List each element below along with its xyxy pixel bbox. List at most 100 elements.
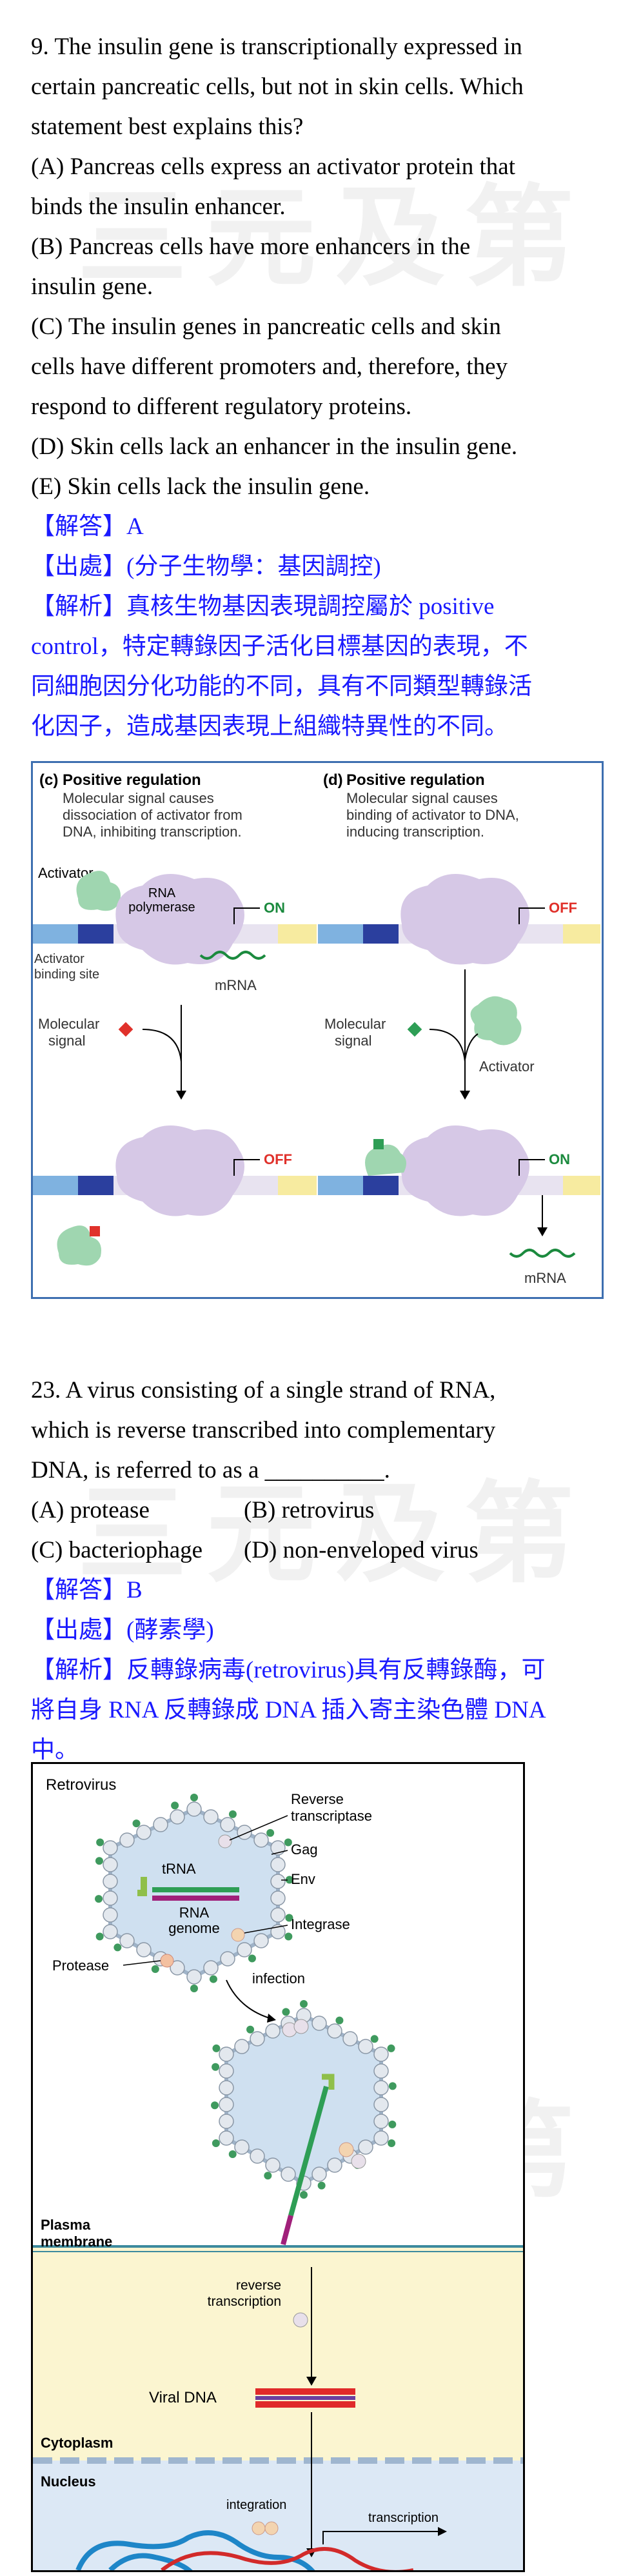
reverse-transcriptase [351,2154,366,2169]
question-9: 9. The insulin gene is transcriptionally… [31,27,605,507]
arrow-head [306,2377,317,2386]
panel-c-title: Positive regulation [63,771,201,789]
env-protein [388,2120,397,2128]
explanation-line: 中。 [31,1737,79,1763]
cytoplasm-region [33,2248,523,2461]
envelope-bead [373,2046,389,2062]
envelope-bead [170,1809,185,1825]
envelope-bead [219,2097,234,2112]
panel-c-label: (c) [39,771,58,789]
cytoplasm-label: Cytoplasm [41,2435,113,2451]
reverse-transcription-label: reverse [236,2278,281,2293]
signal-molecule [118,1022,133,1037]
gene-region [278,924,317,944]
envelope-bead [327,2157,342,2173]
envelope-bead [219,2080,234,2095]
trna [322,2074,335,2090]
plasma-membrane-label: Plasma [41,2217,91,2233]
integrase-label: Integrase [291,1916,350,1932]
envelope-bead [234,2139,250,2155]
retrovirus-label: Retrovirus [46,1776,116,1794]
option-a-cont: binds the insulin enhancer. [31,193,286,220]
envelope-bead [253,1832,269,1848]
envelope-bead [103,1924,118,1939]
envelope-bead [237,1942,252,1957]
leader-line [229,1815,288,1841]
arrow [322,2531,439,2544]
envelope-bead [219,2063,234,2079]
envelope-bead [270,1907,286,1923]
option-e: (E) Skin cells lack the insulin gene. [31,473,370,500]
mrna-label: mRNA [524,1270,566,1286]
promoter-arrow [518,907,545,924]
integrase [231,1928,245,1942]
watermark: 三元及第 [77,1471,594,1598]
env-protein [96,1838,104,1847]
status-off: OFF [264,1151,292,1167]
envelope-bead [342,2031,358,2046]
binding-site-label: Activator [34,952,84,966]
env-protein [285,1876,293,1884]
envelope-bead [119,1832,135,1848]
transcription-label: transcription [368,2511,439,2525]
envelope-bead [373,2114,389,2129]
rna-polymerase [400,1125,529,1216]
envelope-bead [358,2139,373,2155]
arrow-head [438,2527,447,2536]
viral-dna [255,2401,355,2408]
envelope-bead [270,1874,286,1889]
explanation-line: 【解析】真核生物基因表現調控屬於 positive [31,593,495,620]
option-c-cont: respond to different regulatory proteins… [31,393,412,420]
watermark: 三元及第 [77,174,594,302]
envelope-bead [119,1933,135,1948]
envelope-bead [220,1817,235,1832]
envelope-bead [253,1933,269,1948]
source: 【出處】(分子生物學：基因調控) [31,553,381,580]
arrow [429,1029,466,1062]
envelope-bead [186,1969,202,1985]
envelope-bead [358,2039,373,2054]
question-stem-line: 23. A virus consisting of a single stran… [31,1377,496,1403]
env-protein [246,2025,255,2034]
binding-site-label: binding site [34,967,99,982]
envelope-bead [220,1951,235,1967]
arrow [226,1979,272,2019]
env-protein [388,2082,397,2090]
envelope-bead [373,2130,389,2146]
env-protein [284,1838,292,1847]
gene-region [278,1176,317,1195]
envelope-bead [250,2031,265,2046]
envelope-bead [153,1817,168,1832]
panel-d-desc: Molecular signal causes [346,790,498,806]
question-stem-line: certain pancreatic cells, but not in ski… [31,74,524,100]
option-b-cont: insulin gene. [31,273,153,300]
reverse-transcriptase [218,1834,232,1848]
rna-genome-strand [281,2214,293,2246]
activator-binding-site [78,1176,114,1195]
host-chromosome [108,2553,193,2570]
protease-label: Protease [52,1957,109,1974]
panel-d-desc: inducing transcription. [346,824,484,840]
option-c: (C) The insulin genes in pancreatic cell… [31,313,501,340]
envelope-bead [136,1942,152,1957]
molecular-signal-label: Molecular [38,1016,99,1032]
arrow [142,1029,182,1062]
envelope-bead [170,1960,185,1976]
envelope-proteins [95,1794,293,1992]
explanation-line: 【解析】反轉錄病毒(retrovirus)具有反轉錄酶，可 [31,1657,546,1683]
option-a: (A) protease [31,1497,150,1523]
env-protein [190,1985,198,1992]
mrna-strand [509,1249,576,1258]
mrna-label: mRNA [215,977,257,993]
integrase [252,2521,266,2535]
envelope-bead [281,2166,296,2182]
option-a: (A) Pancreas cells express an activator … [31,154,516,180]
env-protein [151,1965,159,1974]
polymerase-label: RNA [148,886,176,900]
envelope-bead [265,2157,281,2173]
panel-d-title: Positive regulation [346,771,485,789]
explanation-line: 化因子，造成基因表現上組織特異性的不同。 [31,713,508,740]
question-stem-line: DNA, is referred to as a __________. [31,1457,390,1483]
env-protein [95,1857,103,1865]
env-protein [282,2008,290,2016]
